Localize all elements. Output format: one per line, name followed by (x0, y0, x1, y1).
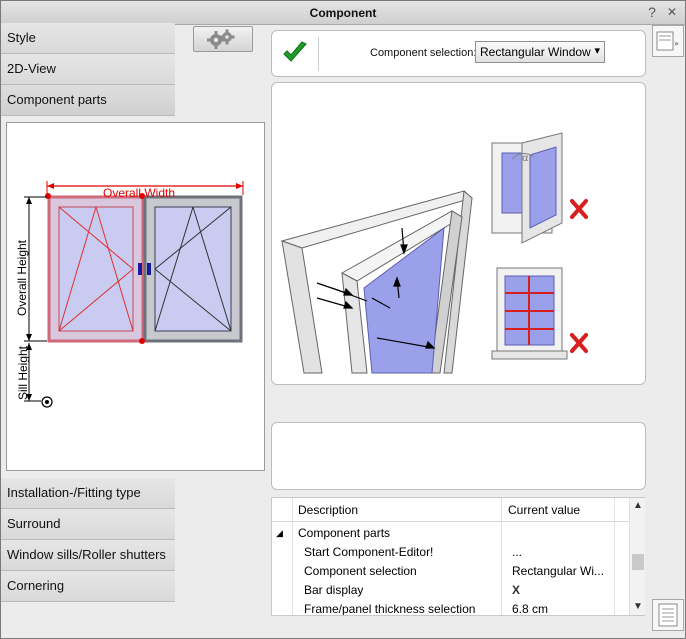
illustration-panel: α (271, 82, 646, 385)
sidebar-item-2d-view[interactable]: 2D-View (1, 54, 175, 85)
table-header: Description Current value (272, 498, 632, 522)
table-row[interactable]: Frame/panel thickness selection 6.8 cm (272, 599, 632, 616)
row-description: Component selection (304, 564, 417, 578)
scroll-down-icon[interactable]: ▼ (633, 601, 643, 612)
document-list-icon (658, 603, 678, 627)
column-divider (501, 498, 502, 615)
component-selection-dropdown[interactable]: Rectangular Window ▾ (475, 41, 605, 63)
overall-width-label: Overall Width (103, 186, 176, 200)
component-selection-panel: Component selection: Rectangular Window … (271, 30, 646, 77)
properties-table: Description Current value ◢ Component pa… (271, 497, 645, 616)
chevron-down-icon: ▾ (594, 45, 600, 57)
component-selection-label: Component selection: (370, 47, 477, 59)
window-title: Component (309, 6, 377, 20)
close-button[interactable]: ✕ (666, 5, 678, 19)
title-bar: Component ? ✕ (1, 1, 685, 25)
column-divider (614, 498, 615, 615)
sidebar-item-window-sills[interactable]: Window sills/Roller shutters (1, 540, 175, 571)
row-description: Start Component-Editor! (304, 545, 434, 559)
frame-thickness-illustration: α (280, 132, 588, 374)
help-button[interactable]: ? (648, 4, 656, 20)
row-description: Frame/panel thickness selection (304, 602, 476, 616)
table-row-group[interactable]: ◢ Component parts (272, 523, 632, 542)
expander-icon[interactable]: ◢ (276, 528, 283, 538)
group-label: Component parts (298, 526, 391, 540)
row-value[interactable]: 6.8 cm (512, 602, 549, 616)
row-value[interactable]: X (512, 583, 521, 597)
layout-icon: » (656, 31, 679, 51)
sidebar-item-cornering[interactable]: Cornering (1, 571, 175, 602)
row-value[interactable]: ... (512, 545, 523, 559)
settings-button[interactable] (193, 26, 253, 52)
sidebar-item-installation-fitting-type[interactable]: Installation-/Fitting type (1, 478, 175, 509)
table-row[interactable]: Component selection Rectangular Wi... (272, 561, 632, 580)
column-divider (292, 498, 293, 615)
description-panel (271, 422, 646, 490)
gear-icon (207, 29, 235, 49)
sidebar-item-component-parts[interactable]: Component parts (1, 85, 175, 116)
checkmark-icon[interactable] (282, 41, 308, 65)
window-2d-preview[interactable]: Overall Width Overall Height Sill Height (6, 122, 265, 471)
window-drawing (24, 181, 244, 408)
row-description: Bar display (304, 583, 364, 597)
svg-text:α: α (522, 153, 529, 164)
properties-scrollbar[interactable]: ▲ ▼ (629, 498, 645, 615)
table-row[interactable]: Start Component-Editor! ... (272, 542, 632, 561)
component-selection-value: Rectangular Window (480, 45, 591, 59)
scroll-thumb[interactable] (632, 554, 644, 570)
svg-text:»: » (674, 39, 679, 48)
layout-toggle-button[interactable]: » (652, 25, 684, 57)
sidebar-item-surround[interactable]: Surround (1, 509, 175, 540)
column-header-description: Description (298, 503, 359, 517)
column-header-current-value: Current value (508, 503, 581, 517)
table-row[interactable]: Bar display X (272, 580, 632, 599)
divider (318, 37, 319, 71)
row-value[interactable]: Rectangular Wi... (512, 564, 605, 578)
scroll-up-icon[interactable]: ▲ (633, 500, 643, 511)
sill-height-label: Sill Height (16, 345, 30, 401)
sidebar-item-style[interactable]: Style (1, 23, 175, 54)
notes-button[interactable] (652, 599, 684, 631)
overall-height-label: Overall Height (15, 239, 29, 317)
